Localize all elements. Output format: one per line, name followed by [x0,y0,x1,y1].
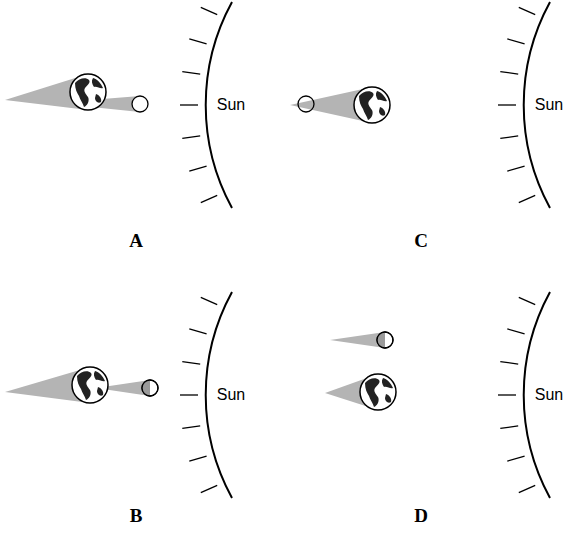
panel-letter: C [414,231,428,250]
sun-label: Sun [535,97,563,113]
panel-a [5,2,232,208]
panel-c [290,2,550,208]
sun-label: Sun [535,387,563,403]
sun-label: Sun [217,387,245,403]
panel-letter: D [414,506,428,525]
panel-b [5,292,232,498]
panel-d [325,292,550,498]
sun-label: Sun [217,97,245,113]
panel-letter: A [129,231,143,250]
panel-letter: B [130,506,143,525]
